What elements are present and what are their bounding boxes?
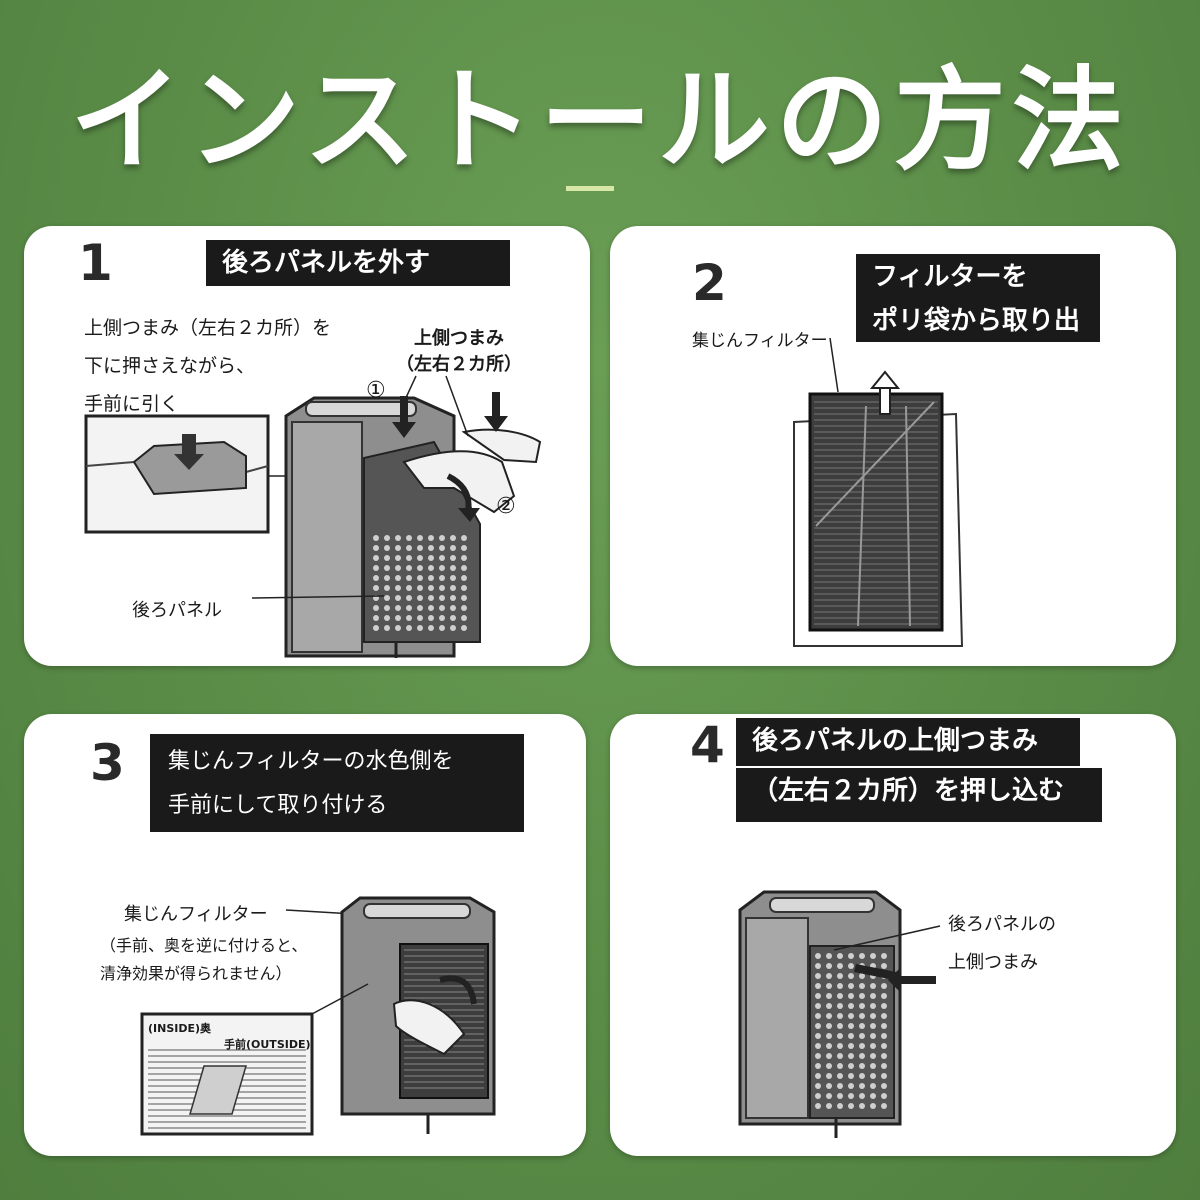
tag-outside: 手前(OUTSIDE) <box>224 1036 311 1052</box>
title-underline <box>566 186 614 191</box>
step-4-illustration <box>610 714 1176 1156</box>
marker-2: ② <box>496 494 516 519</box>
tag-inside: (INSIDE)奥 <box>148 1020 211 1036</box>
step-2-illustration <box>610 226 1176 666</box>
label-back-panel: 後ろパネル <box>132 596 222 622</box>
step-1-card: 1 後ろパネルを外す 上側つまみ（左右２カ所）を 下に押さえながら、 手前に引く… <box>24 226 590 666</box>
step-3-illustration <box>24 714 586 1156</box>
step-2-card: 2 フィルターを ポリ袋から取り出す 集じんフィルター <box>610 226 1176 666</box>
page-title: インストールの方法 <box>0 30 1200 192</box>
step-4-card: 4 後ろパネルの上側つまみ （左右２カ所）を押し込む 後ろパネルの 上側つまみ <box>610 714 1176 1156</box>
step-1-illustration <box>24 226 590 666</box>
marker-1: ① <box>366 378 386 403</box>
step-3-card: 3 集じんフィルターの水色側を 手前にして取り付ける 集じんフィルター （手前、… <box>24 714 586 1156</box>
